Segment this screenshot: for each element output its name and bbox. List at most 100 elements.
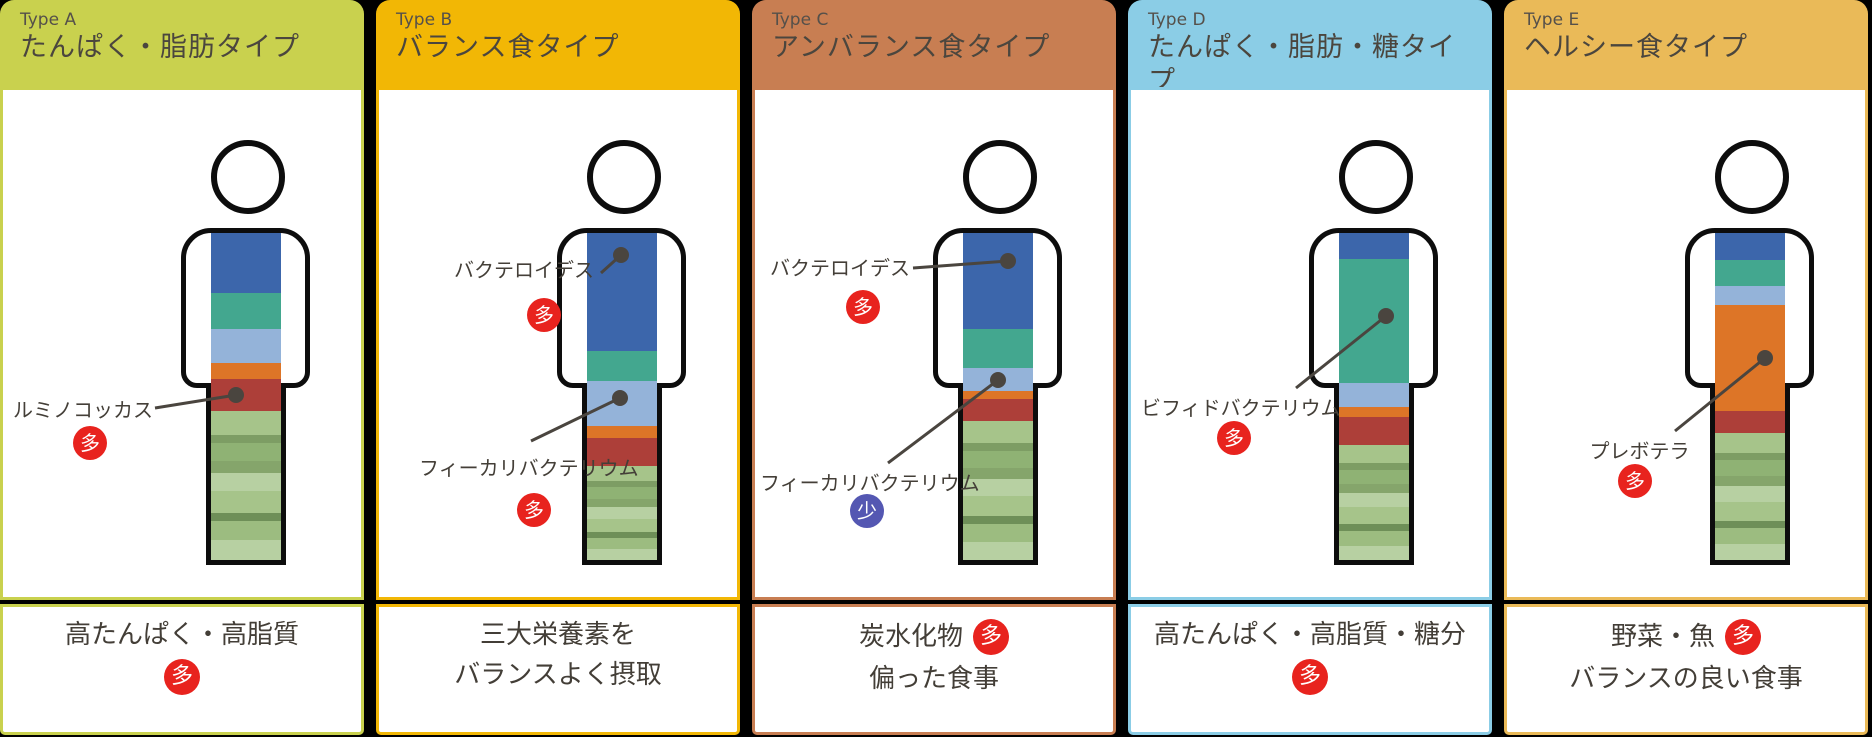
card-body: バクテロイデス 多 フィーカリバクテリウム 多 [376, 87, 740, 600]
person-legs [206, 388, 286, 565]
bacteria-band [211, 540, 281, 560]
card-header: Type C アンバランス食タイプ [752, 0, 1116, 87]
bacteria-band [963, 542, 1033, 560]
type-label: Type A [20, 10, 77, 30]
bacteria-band [963, 233, 1033, 329]
footer-text: 炭水化物 [858, 622, 963, 652]
bacteria-band [587, 519, 657, 532]
bacteria-band [211, 293, 281, 329]
bacteria-band [211, 443, 281, 461]
bacteria-band [1339, 507, 1409, 524]
card-footer: 高たんぱく・高脂質・糖分多 [1128, 604, 1492, 735]
bacteria-band [1339, 233, 1409, 259]
bacteria-band [1715, 433, 1785, 453]
card-body: プレボテラ 多 [1504, 87, 1868, 600]
footer-line: 偏った食事 [869, 663, 999, 695]
bacteria-band [1715, 521, 1785, 528]
bacteria-band [587, 481, 657, 487]
bacteria-label: バクテロイデス [454, 258, 594, 282]
bacteria-band [963, 524, 1033, 542]
bacteria-band [1339, 417, 1409, 445]
footer-text: バランスよく摂取 [454, 660, 662, 690]
bacteria-band [1339, 463, 1409, 470]
bacteria-band [1715, 260, 1785, 286]
footer-line: 三大栄養素を [480, 619, 636, 651]
card-body: ビフィドバクテリウム 多 [1128, 87, 1492, 600]
bacteria-band [963, 468, 1033, 479]
footer-line: 炭水化物多 [859, 619, 1009, 655]
bacteria-band [1715, 486, 1785, 502]
bacteria-band [211, 233, 281, 293]
bacteria-band [1339, 484, 1409, 493]
bacteria-label: バクテロイデス [770, 256, 910, 280]
card-title: たんぱく・脂肪タイプ [20, 32, 300, 63]
bacteria-band [1715, 502, 1785, 521]
card-header: Type D たんぱく・脂肪・糖タイプ [1128, 0, 1492, 97]
bacteria-band [1715, 286, 1785, 305]
bacteria-band [211, 473, 281, 491]
bacteria-band [211, 329, 281, 363]
bacteria-band [1339, 524, 1409, 531]
bacteria-label: ルミノコッカス [13, 398, 153, 422]
amount-badge: 多 [517, 493, 551, 527]
bacteria-band [1339, 493, 1409, 507]
bacteria-band [211, 491, 281, 513]
bacteria-band [211, 435, 281, 443]
amount-badge: 少 [850, 494, 884, 528]
footer-text: 高たんぱく・高脂質・糖分 [1153, 620, 1466, 650]
person-legs [582, 388, 662, 565]
type-label: Type D [1148, 10, 1206, 30]
bacteria-band [587, 487, 657, 499]
type-label: Type C [772, 10, 829, 30]
footer-line: バランスよく摂取 [454, 659, 661, 691]
card-body: バクテロイデス 多 フィーカリバクテリウム 少 [752, 87, 1116, 600]
bacteria-band [211, 461, 281, 473]
bacteria-band [211, 363, 281, 379]
person-head-icon [211, 140, 285, 214]
bacteria-band [1715, 476, 1785, 486]
card-type-a: Type A たんぱく・脂肪タイプ ルミノコッカス 多 高たんぱく・高脂質多 [0, 0, 364, 737]
bacteria-band [587, 438, 657, 466]
bacteria-band [587, 466, 657, 481]
card-footer: 三大栄養素をバランスよく摂取 [376, 604, 740, 735]
bacteria-band [1339, 546, 1409, 560]
amount-badge: 多 [1725, 619, 1761, 655]
bacteria-band [1715, 528, 1785, 544]
card-header: Type B バランス食タイプ [376, 0, 740, 87]
bacteria-band [1715, 233, 1785, 260]
bacteria-label: プレボテラ [1589, 439, 1690, 463]
bacteria-band [1339, 531, 1409, 546]
card-type-c: Type C アンバランス食タイプ バクテロイデス 多 フィーカリバクテリウム … [752, 0, 1116, 737]
card-footer: 高たんぱく・高脂質多 [0, 604, 364, 735]
bacteria-band [587, 549, 657, 560]
card-body: ルミノコッカス 多 [0, 87, 364, 600]
bacteria-band [211, 513, 281, 521]
card-title: バランス食タイプ [396, 32, 620, 63]
amount-badge: 多 [973, 619, 1009, 655]
card-footer: 炭水化物多偏った食事 [752, 604, 1116, 735]
person-legs [1334, 388, 1414, 565]
bacteria-band [963, 329, 1033, 368]
footer-line: バランスの良い食事 [1569, 663, 1802, 695]
person-head-icon [1339, 140, 1413, 214]
type-label: Type E [1524, 10, 1580, 30]
amount-badge: 多 [1217, 421, 1251, 455]
footer-line: 高たんぱく・高脂質・糖分 [1154, 619, 1466, 651]
bacteria-band [1715, 460, 1785, 476]
bacteria-bands-column [211, 233, 281, 560]
bacteria-band [963, 496, 1033, 516]
footer-line: 多 [164, 659, 200, 695]
bacteria-band [1715, 544, 1785, 560]
card-footer: 野菜・魚多バランスの良い食事 [1504, 604, 1868, 735]
bacteria-band [587, 351, 657, 381]
footer-text: 三大栄養素を [479, 620, 636, 650]
footer-text: 野菜・魚 [1610, 622, 1715, 652]
type-label: Type B [396, 10, 453, 30]
bacteria-band [587, 507, 657, 519]
person-legs [958, 388, 1038, 565]
card-type-d: Type D たんぱく・脂肪・糖タイプ ビフィドバクテリウム 多 高たんぱく・高… [1128, 0, 1492, 737]
bacteria-label: ビフィドバクテリウム [1141, 396, 1341, 420]
footer-line: 高たんぱく・高脂質 [65, 619, 299, 651]
bacteria-band [1339, 470, 1409, 484]
bacteria-label: フィーカリバクテリウム [760, 471, 980, 495]
